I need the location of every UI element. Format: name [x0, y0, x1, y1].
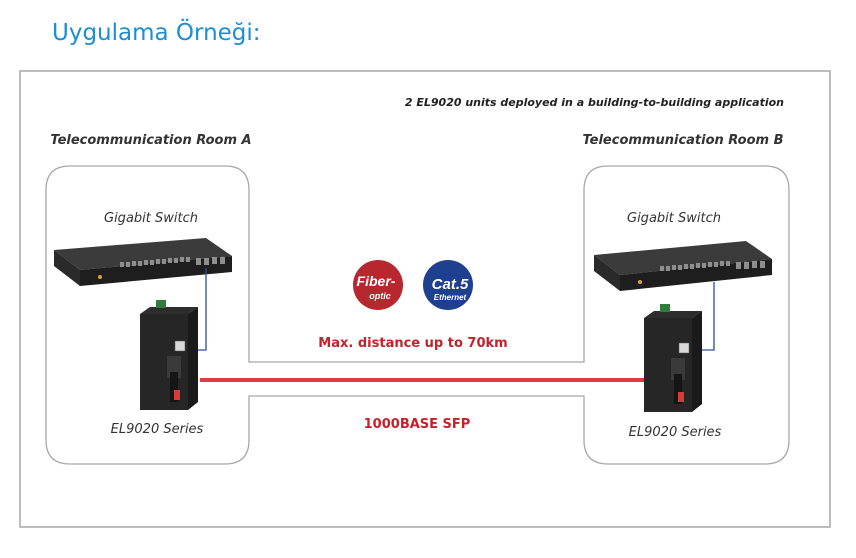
room-a-switch-label: Gigabit Switch [104, 211, 198, 226]
gigabit-switch-a [54, 238, 232, 286]
page-title: Uygulama Örneği: [52, 20, 261, 46]
room-a-device-label: EL9020 Series [111, 422, 204, 437]
room-b-title: Telecommunication Room B [582, 133, 783, 148]
room-b-switch-label: Gigabit Switch [627, 211, 721, 226]
distance-label: Max. distance up to 70km [318, 336, 507, 351]
el9020-converter-b [644, 304, 702, 412]
cat5-badge-line1: Cat.5 [432, 276, 469, 293]
room-b-device-label: EL9020 Series [629, 425, 722, 440]
diagram-caption: 2 EL9020 units deployed in a building-to… [405, 96, 784, 109]
building-outline [45, 165, 790, 465]
cat5-badge-line2: Ethernet [434, 293, 467, 302]
el9020-converter-a [140, 300, 198, 410]
diagram-frame [19, 70, 831, 528]
link-type-label: 1000BASE SFP [364, 417, 471, 432]
room-a-title: Telecommunication Room A [50, 133, 251, 148]
fiber-badge-line2: optic [369, 291, 391, 301]
fiber-badge-line1: Fiber- [357, 273, 396, 289]
cat5-ethernet-icon: Cat.5 Ethernet [423, 257, 473, 310]
gigabit-switch-b [594, 241, 772, 291]
fiber-optic-icon: Fiber- optic [353, 257, 403, 310]
